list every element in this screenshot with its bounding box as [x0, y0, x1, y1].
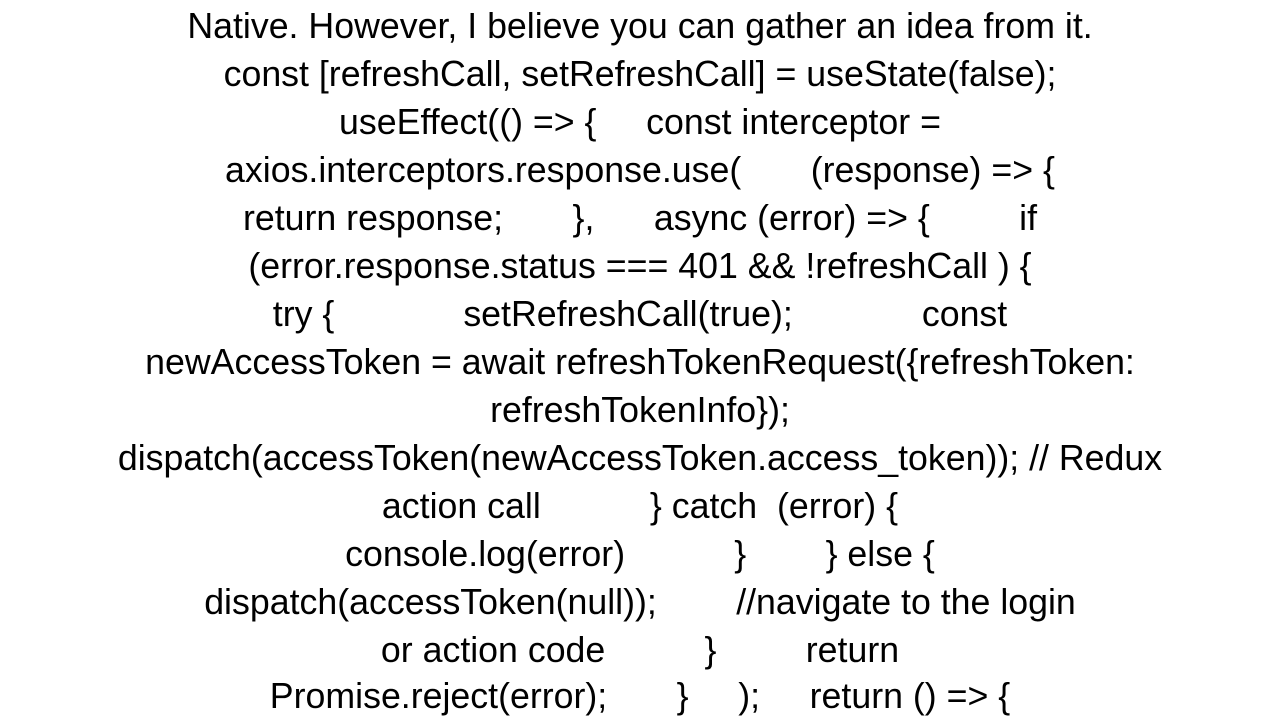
text-line-6: (error.response.status === 401 && !refre…	[248, 245, 1032, 286]
text-line-10: dispatch(accessToken(newAccessToken.acce…	[117, 437, 1163, 478]
text-line-1: Native. However, I believe you can gathe…	[187, 5, 1093, 46]
text-line-11: action call } catch (error) {	[381, 485, 899, 526]
text-line-3: useEffect(() => { const interceptor =	[339, 101, 941, 142]
text-line-2: const [refreshCall, setRefreshCall] = us…	[223, 53, 1057, 94]
text-line-8: newAccessToken = await refreshTokenReque…	[145, 341, 1135, 382]
text-line-13: dispatch(accessToken(null)); //navigate …	[204, 581, 1076, 622]
text-line-4: axios.interceptors.response.use( (respon…	[225, 149, 1055, 190]
text-line-9: refreshTokenInfo});	[490, 389, 790, 430]
text-line-7: try { setRefreshCall(true); const	[272, 293, 1008, 334]
text-line-5: return response; }, async (error) => { i…	[242, 197, 1038, 238]
text-line-14: or action code } return	[380, 629, 900, 670]
text-line-15: Promise.reject(error); } ); return () =>…	[269, 675, 1011, 716]
text-line-12: console.log(error) } } else {	[345, 533, 935, 574]
